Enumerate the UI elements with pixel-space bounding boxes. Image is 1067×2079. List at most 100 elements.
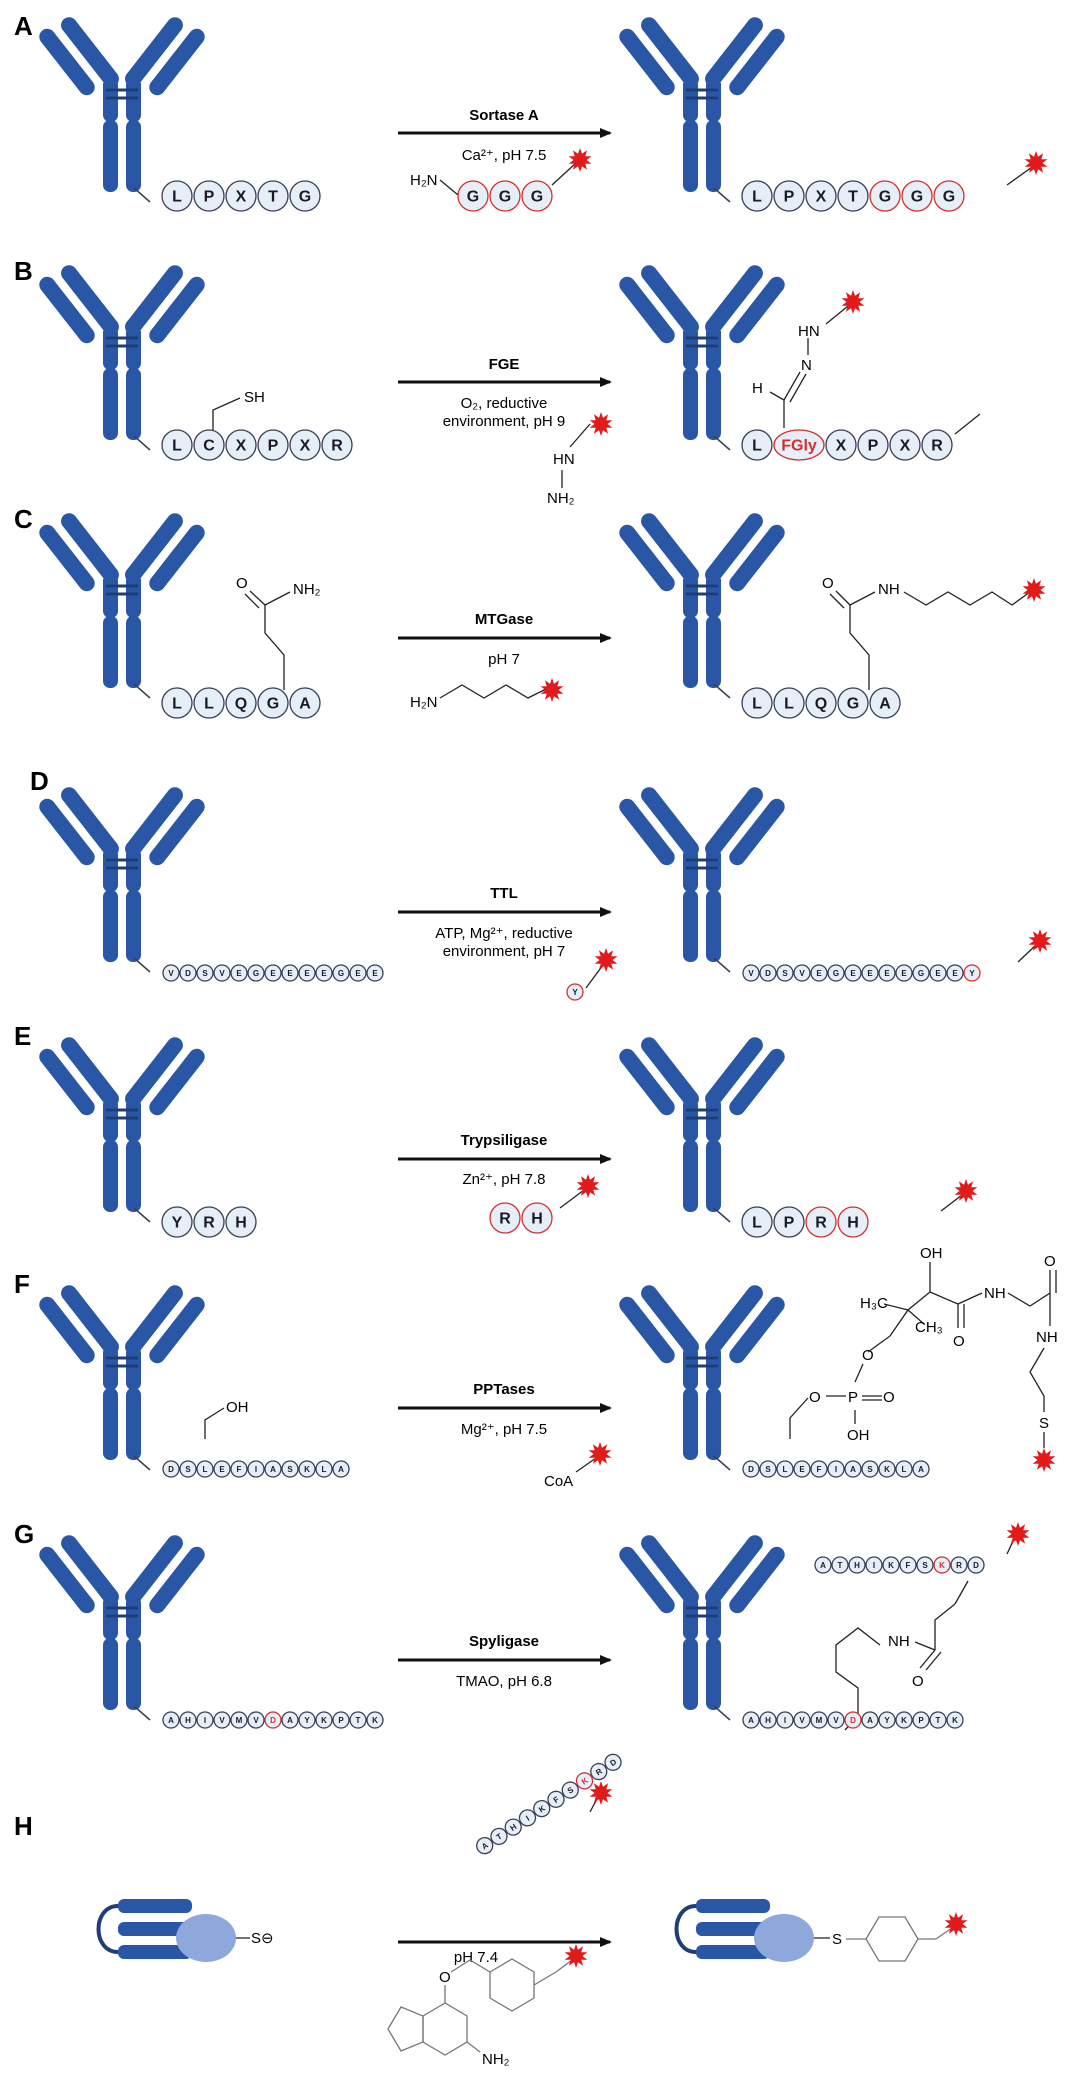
enzyme-label-c: MTGase	[475, 611, 533, 628]
residue-6	[561, 1781, 579, 1799]
star-bond-a-product	[1006, 166, 1033, 186]
residue-6	[844, 964, 862, 982]
residue-label: R	[331, 438, 343, 455]
enzyme-label-b: FGE	[489, 356, 520, 373]
residue-label: A	[299, 696, 311, 713]
residue-label: R	[931, 438, 943, 455]
residue-9	[315, 1711, 333, 1729]
product-atom-b-3: HN	[798, 323, 820, 340]
condition-e-1: Zn²⁺, pH 7.8	[463, 1171, 546, 1188]
residue-label: H	[531, 1211, 543, 1228]
residue-label: D	[748, 1465, 754, 1474]
enzyme-label-g: Spyligase	[469, 1633, 539, 1650]
residue-label: X	[900, 438, 911, 455]
residue-label: I	[835, 1465, 837, 1474]
residue-label: A	[287, 1716, 293, 1725]
residue-label: X	[236, 189, 247, 206]
residue-label: G	[299, 189, 311, 206]
residue-1	[831, 1556, 849, 1574]
residue-12	[946, 1711, 964, 1729]
substrate-chem-h: S⊖	[233, 1930, 274, 1947]
residue-label: G	[943, 189, 955, 206]
residue-2	[848, 1556, 866, 1574]
residue-label: V	[833, 1716, 839, 1725]
residue-11	[929, 1711, 947, 1729]
residue-label: M	[816, 1716, 823, 1725]
residue-label: K	[580, 1776, 590, 1787]
residue-4	[810, 1711, 828, 1729]
product-atom-b-2: N	[801, 357, 812, 374]
residue-0	[566, 983, 584, 1001]
substrate-group-f: OH	[226, 1399, 249, 1416]
red-star-icon-b-product	[841, 290, 865, 314]
red-star-icon-g-product	[1006, 1522, 1030, 1546]
residue-3	[213, 1460, 231, 1478]
panel-label-d: D	[30, 766, 49, 796]
star-bond-d-product	[1017, 944, 1037, 963]
residue-label: H	[765, 1716, 771, 1725]
residue-8	[950, 1556, 968, 1574]
condition-b-1: O₂, reductive	[461, 395, 548, 412]
residue-label: T	[356, 1716, 361, 1725]
residue-5	[899, 1556, 917, 1574]
residue-label: H	[847, 1215, 859, 1232]
residue-4	[869, 687, 901, 719]
arrow-f: PPTases Mg²⁺, pH 7.5	[398, 1381, 612, 1438]
residue-0	[161, 429, 193, 461]
residue-7	[281, 1711, 299, 1729]
product-atom-g-2: O	[912, 1673, 924, 1690]
reagent-atom-h-2: NH₂	[482, 2051, 510, 2068]
residue-label: T	[495, 1832, 504, 1842]
residue-2	[805, 1206, 837, 1238]
reagent-atom-b-2: NH₂	[547, 490, 575, 507]
residue-label: D	[608, 1757, 618, 1768]
residue-2	[776, 1711, 794, 1729]
residue-3	[793, 1460, 811, 1478]
reagent-tag-d: Y	[566, 983, 584, 1001]
residue-label: X	[236, 438, 247, 455]
red-star-icon-c-product	[1022, 578, 1046, 602]
residue-label: K	[372, 1716, 378, 1725]
residue-3	[257, 687, 289, 719]
residue-5	[827, 1460, 845, 1478]
residue-label: X	[300, 438, 311, 455]
product-atom-f-3: CH₃	[915, 1319, 943, 1336]
antibody-icon-c-product	[619, 513, 785, 699]
residue-label: H	[185, 1716, 191, 1725]
residue-label: S	[287, 1465, 293, 1474]
product-chem-h: S	[812, 1916, 953, 1962]
arrow-g: Spyligase TMAO, pH 6.8	[398, 1633, 612, 1690]
residue-label: G	[267, 696, 279, 713]
residue-label: I	[204, 1716, 206, 1725]
arrow-a: Sortase A Ca²⁺, pH 7.5	[398, 107, 612, 164]
residue-label: A	[867, 1716, 873, 1725]
residue-12	[366, 1711, 384, 1729]
panel-label-h: H	[14, 1811, 33, 1841]
substrate-group-c: NH₂	[293, 581, 321, 598]
residue-0	[489, 1202, 521, 1234]
residue-label: D	[270, 1716, 276, 1725]
residue-9	[967, 1556, 985, 1574]
residue-10	[912, 964, 930, 982]
substrate-chem-b: SH	[212, 389, 265, 432]
residue-label: S	[922, 1561, 928, 1570]
antibody-icon-g-substrate	[39, 1535, 205, 1721]
residue-0	[161, 687, 193, 719]
panel-label-c: C	[14, 504, 33, 534]
residue-1	[179, 964, 197, 982]
residue-8	[298, 964, 316, 982]
residue-label: F	[552, 1795, 561, 1805]
residue-1	[759, 964, 777, 982]
residue-label: A	[918, 1465, 924, 1474]
substrate-chem-c: O NH₂	[236, 575, 321, 690]
enzyme-label-e: Trypsiligase	[461, 1132, 548, 1149]
residue-label: L	[172, 696, 182, 713]
nanobody-fusion-product-icon	[674, 1899, 814, 1962]
residue-label: P	[204, 189, 215, 206]
residue-label: L	[783, 1465, 788, 1474]
residue-1	[773, 180, 805, 212]
product-atom-c-2: NH	[878, 581, 900, 598]
residue-10	[332, 1460, 350, 1478]
